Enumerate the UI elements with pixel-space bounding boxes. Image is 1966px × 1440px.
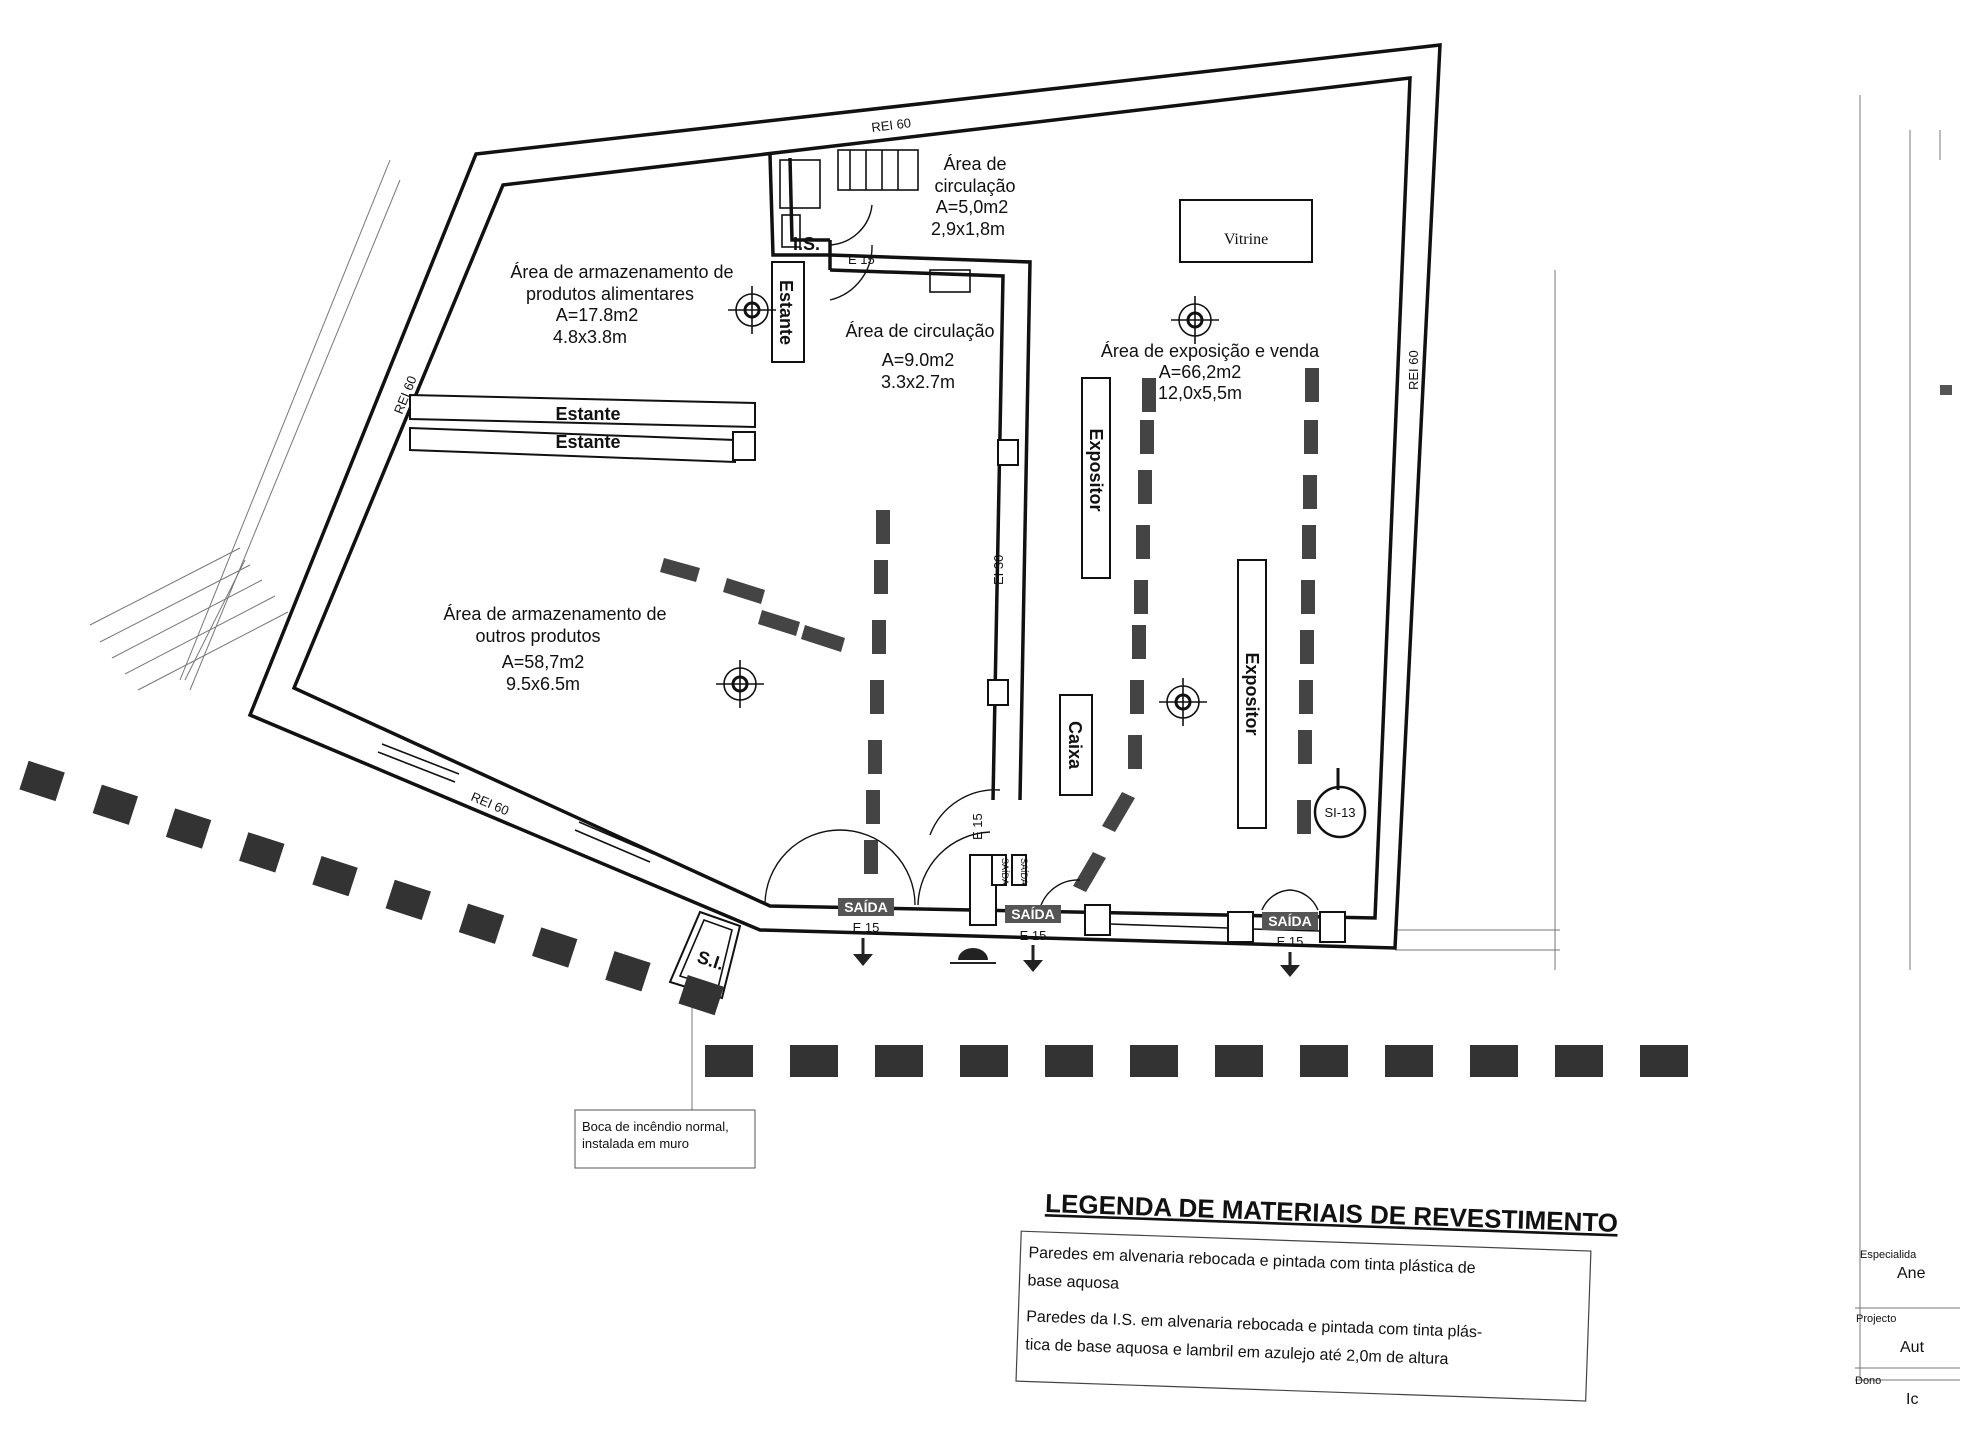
room-circ-main-area: A=9.0m2 (882, 350, 955, 370)
door-label-is: E 15 (848, 252, 875, 267)
exit-1-label: SAÍDA (844, 899, 888, 915)
exit-sign-a: SAÍDA (1000, 858, 1010, 885)
extinguisher-icon (1313, 768, 1367, 839)
evacuation-routes (660, 368, 1319, 892)
tb-projecto-label: Projecto (1856, 1313, 1896, 1325)
emergency-light-icon (1159, 678, 1207, 726)
estante-vertical-label: Estante (776, 280, 796, 345)
room-sales-area: A=66,2m2 (1159, 362, 1242, 382)
exit-3: SAÍDA E 15 (1262, 912, 1318, 977)
exit-3-door: E 15 (1277, 934, 1304, 949)
wall-label-north: REI 60 (871, 115, 912, 135)
tb-dono-label: Dono (1855, 1375, 1881, 1387)
legend-line4: tica de base aquosa e lambril em azulejo… (1025, 1336, 1449, 1368)
emergency-light-icon (728, 286, 776, 334)
room-storage-other-title2: outros produtos (475, 626, 600, 646)
exit-sign-b: SAÍDA (1019, 858, 1029, 885)
room-storage-food-title2: produtos alimentares (526, 284, 694, 304)
expositor-1-rect (1081, 377, 1111, 579)
doors (764, 789, 1319, 911)
street-line-angled (19, 760, 724, 1016)
tb-projecto-value: Aut (1900, 1339, 1925, 1356)
expositor-2-rect (1237, 559, 1267, 829)
legend-line1: Paredes em alvenaria rebocada e pintada … (1028, 1244, 1476, 1277)
tb-especialidade-value: Ane (1897, 1265, 1926, 1282)
route-diagonal (660, 558, 845, 652)
room-circ-small-title2: circulação (934, 176, 1015, 196)
exit-2-door: E 15 (1020, 928, 1047, 943)
caixa-rect (1059, 694, 1093, 796)
legend-title: LEGENDA DE MATERIAIS DE REVESTIMENTO (1045, 1188, 1619, 1238)
expositor-1-label: Expositor (1086, 428, 1106, 511)
expositor-2-label: Expositor (1242, 652, 1262, 735)
room-circ-small-area: A=5,0m2 (936, 197, 1009, 217)
room-circ-small-title1: Área de (943, 154, 1006, 174)
estante-2-label: Estante (555, 432, 620, 452)
legend-line3: Paredes da I.S. em alvenaria rebocada e … (1026, 1308, 1483, 1341)
wall-label-internal: EI 30 (991, 555, 1006, 585)
emergency-light-icons (716, 286, 1219, 726)
site-context-lines (89, 95, 1960, 1381)
street-line-straight (705, 1045, 1688, 1077)
tb-dono-value: Ic (1906, 1391, 1918, 1408)
vitrine-label: Vitrine (1224, 231, 1268, 248)
furniture (409, 199, 1313, 829)
exit-1-door: E 15 (853, 920, 880, 935)
room-storage-other-area: A=58,7m2 (502, 652, 585, 672)
callout-line2: instalada em muro (582, 1136, 689, 1151)
room-circ-small-dims: 2,9x1,8m (931, 219, 1005, 239)
room-storage-food-dims: 4.8x3.8m (553, 327, 627, 347)
sanitary-fixtures (779, 149, 971, 301)
legend: LEGENDA DE MATERIAIS DE REVESTIMENTO Par… (1015, 1188, 1619, 1402)
route-storage (864, 510, 890, 874)
estante-1-label: Estante (555, 404, 620, 424)
exit-1: SAÍDA E 15 (838, 898, 894, 966)
title-block: Especialida Ane Projecto Aut Dono Ic (1855, 1249, 1926, 1408)
estante-vertical-rect (771, 261, 805, 363)
caixa-label: Caixa (1065, 721, 1085, 770)
estante-2-rect (409, 426, 736, 464)
route-sales-left (1073, 378, 1156, 892)
extinguisher-label: SI-13 (1324, 805, 1355, 820)
hydrant-icon (950, 948, 996, 964)
vitrine-rect (1179, 199, 1313, 263)
exit-2-label: SAÍDA (1011, 906, 1055, 922)
room-circ-main-title: Área de circulação (845, 321, 994, 341)
exit-3-label: SAÍDA (1268, 913, 1312, 929)
room-sales-dims: 12,0x5,5m (1158, 383, 1242, 403)
tb-especialidade-label: Especialida (1860, 1249, 1917, 1261)
estante-1-rect (409, 393, 756, 429)
room-circ-main-dims: 3.3x2.7m (881, 372, 955, 392)
room-sales-title: Área de exposição e venda (1101, 341, 1320, 361)
emergency-light-icon (716, 660, 764, 708)
room-storage-food-area: A=17.8m2 (556, 305, 639, 325)
outer-walls (247, 43, 1442, 950)
callout-line1: Boca de incêndio normal, (582, 1119, 729, 1134)
room-storage-other-dims: 9.5x6.5m (506, 674, 580, 694)
legend-line2: base aquosa (1027, 1272, 1119, 1292)
room-labels: Área de circulação A=5,0m2 2,9x1,8m Área… (443, 154, 1320, 694)
exit-2: SAÍDA E 15 (1005, 905, 1061, 972)
room-storage-other-title1: Área de armazenamento de (443, 604, 666, 624)
emergency-light-icon (1171, 296, 1219, 344)
wall-label-south: REI 60 (469, 789, 511, 818)
wall-label-east: REI 60 (1406, 350, 1421, 390)
hydrant-callout (574, 1109, 756, 1169)
is-label: I.S. (793, 234, 820, 254)
door-label-circ: E 15 (970, 813, 985, 840)
room-storage-food-title1: Área de armazenamento de (510, 262, 733, 282)
route-sales-right (1297, 368, 1319, 834)
